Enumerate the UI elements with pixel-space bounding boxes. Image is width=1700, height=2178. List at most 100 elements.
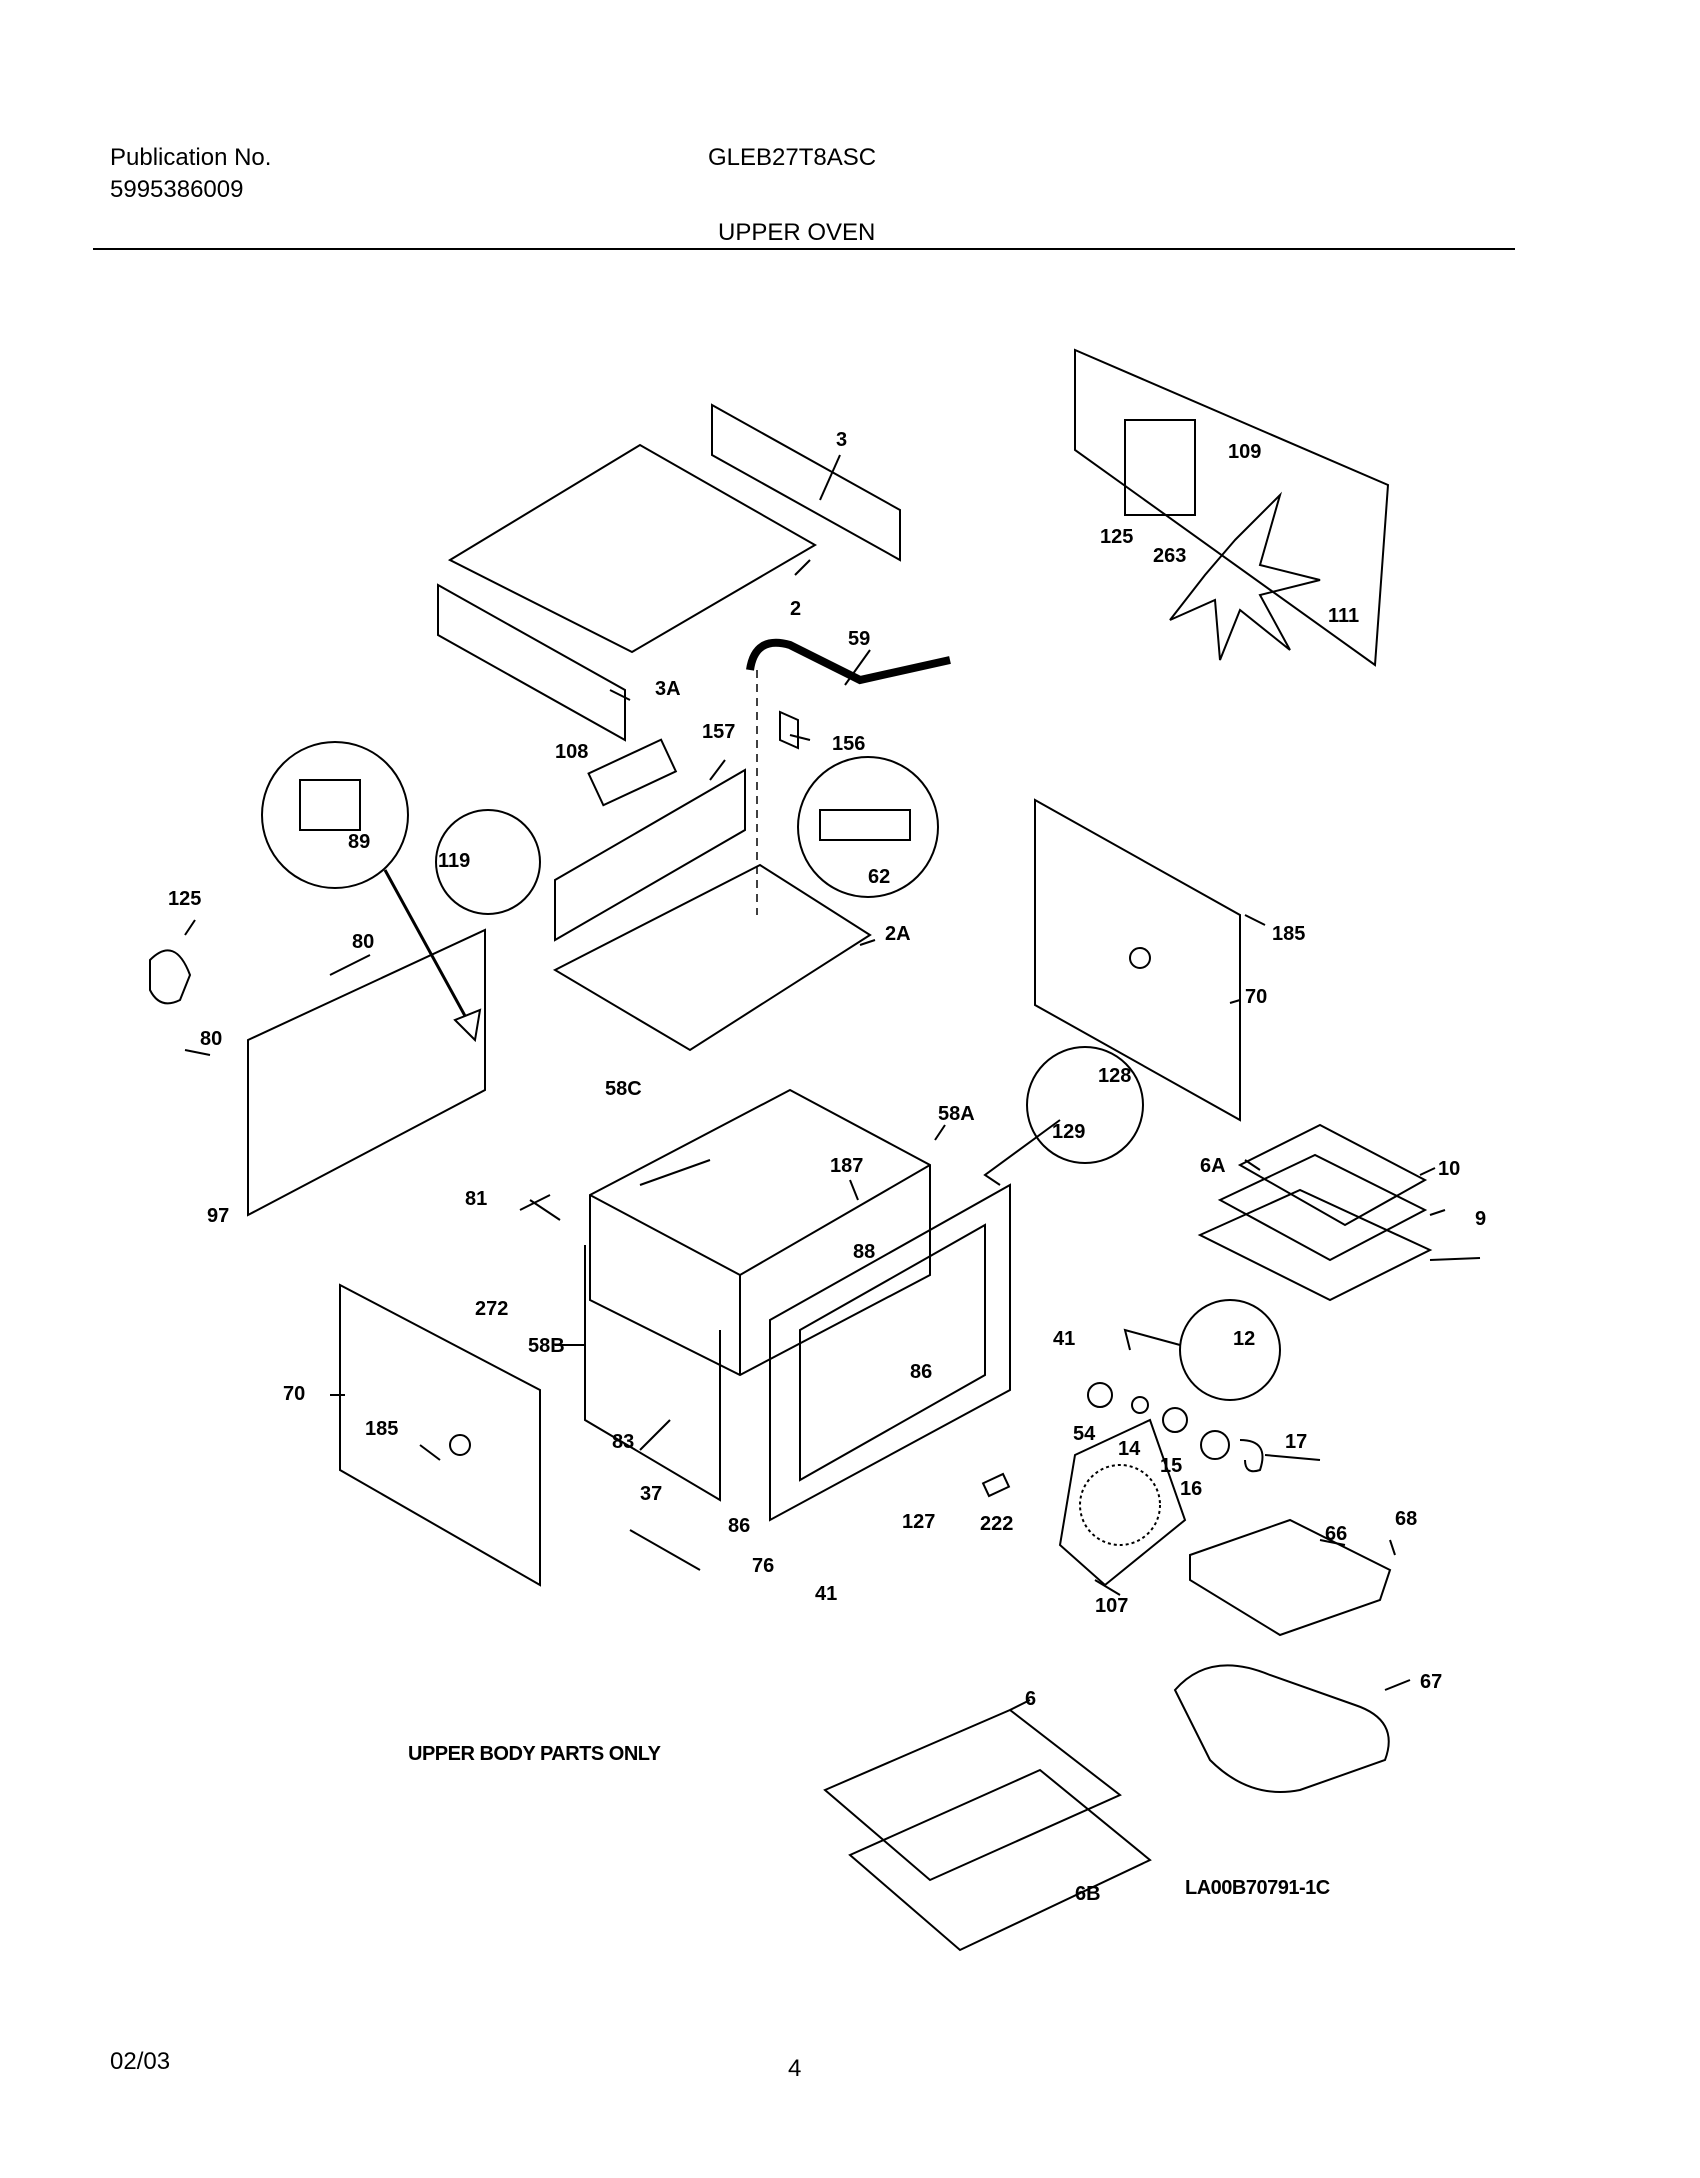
vent-tube-drawing <box>746 638 951 685</box>
footer-date: 02/03 <box>110 2048 171 2075</box>
callout-119: 119 <box>438 850 470 872</box>
callout-14: 14 <box>1118 1438 1141 1460</box>
header-rule <box>93 248 1515 250</box>
left-side-panel-drawing <box>247 928 486 1217</box>
callout-59: 59 <box>848 628 870 650</box>
publication-label: Publication No. <box>110 144 272 171</box>
bracket-drawing <box>779 710 799 750</box>
callout-12: 12 <box>1233 1328 1255 1350</box>
callout-17: 17 <box>1285 1431 1307 1453</box>
callout-76: 76 <box>752 1555 774 1577</box>
broiler-pan-drawing <box>1197 1188 1433 1302</box>
callout-3: 3 <box>836 429 847 451</box>
callout-109: 109 <box>1228 441 1261 463</box>
callout-272: 272 <box>475 1298 508 1320</box>
callout-263: 263 <box>1153 545 1186 567</box>
callout-81: 81 <box>465 1188 487 1210</box>
fan-motor-drawing <box>1124 419 1196 516</box>
front-frame-drawing <box>769 1183 1011 1522</box>
publication-number: 5995386009 <box>110 176 244 203</box>
callout-41-right: 41 <box>1053 1328 1075 1350</box>
callout-80-top: 80 <box>352 931 374 953</box>
callout-6a: 6A <box>1200 1155 1226 1177</box>
callout-2a: 2A <box>885 923 911 945</box>
light-part-16-drawing <box>1200 1430 1230 1460</box>
label-222-drawing <box>981 1472 1011 1498</box>
callout-54: 54 <box>1073 1423 1096 1445</box>
callout-41-bottom: 41 <box>815 1583 837 1605</box>
fan-cover-drawing <box>1058 1418 1187 1587</box>
callout-89: 89 <box>348 831 370 853</box>
broil-element-drawing <box>1173 1664 1390 1793</box>
light-part-14-drawing <box>1131 1396 1149 1414</box>
callout-157: 157 <box>702 721 735 743</box>
fan-motor-box <box>1074 348 1390 667</box>
broil-rack-drawing <box>848 1768 1152 1952</box>
drawing-number: LA00B70791-1C <box>1185 1877 1330 1899</box>
callout-107: 107 <box>1095 1595 1128 1617</box>
callout-70-left: 70 <box>283 1383 305 1405</box>
section-title: UPPER OVEN <box>718 219 876 246</box>
callout-88: 88 <box>853 1241 875 1263</box>
broiler-grid-drawing <box>1237 1123 1428 1227</box>
callout-86-upper: 86 <box>910 1361 932 1383</box>
callout-222: 222 <box>980 1513 1013 1535</box>
callout-125-left: 125 <box>168 888 201 910</box>
callout-127: 127 <box>902 1511 935 1533</box>
insulation-panel-right-drawing <box>1034 798 1241 1122</box>
callout-156: 156 <box>832 733 865 755</box>
callout-187: 187 <box>830 1155 863 1177</box>
callout-15: 15 <box>1160 1455 1182 1477</box>
callout-129: 129 <box>1052 1121 1085 1143</box>
callout-58b: 58B <box>528 1335 565 1357</box>
callout-86-lower: 86 <box>728 1515 750 1537</box>
detail-circle-12 <box>1179 1299 1281 1401</box>
callout-70-right: 70 <box>1245 986 1267 1008</box>
callout-125-fan: 125 <box>1100 526 1133 548</box>
callout-3a: 3A <box>655 678 681 700</box>
detail-circle-89 <box>261 741 409 889</box>
callout-185-left: 185 <box>365 1418 398 1440</box>
oven-liner-drawing <box>589 1088 931 1377</box>
callout-83: 83 <box>612 1431 634 1453</box>
callout-68: 68 <box>1395 1508 1417 1530</box>
top-panel-drawing <box>447 443 817 654</box>
callout-arrow-89 <box>383 869 472 1026</box>
callout-58a: 58A <box>938 1103 975 1125</box>
fan-blade-drawing <box>1169 491 1321 661</box>
control-panel-front-drawing <box>437 583 626 742</box>
callout-111: 111 <box>1328 605 1359 627</box>
insulation-panel-left-drawing <box>339 1283 541 1587</box>
oven-rack-drawing <box>823 1708 1122 1882</box>
detail-circle-128-129 <box>1026 1046 1144 1164</box>
model-number: GLEB27T8ASC <box>708 144 877 171</box>
callout-2: 2 <box>790 598 801 620</box>
callout-6b: 6B <box>1075 1883 1101 1905</box>
callout-97: 97 <box>207 1205 229 1227</box>
callout-185-right: 185 <box>1272 923 1305 945</box>
oven-top-plate-drawing <box>552 863 872 1052</box>
callout-37: 37 <box>640 1483 662 1505</box>
upper-body-note: UPPER BODY PARTS ONLY <box>408 1743 661 1765</box>
callout-6: 6 <box>1025 1688 1036 1710</box>
sensor-37-drawing <box>629 1529 701 1571</box>
broiler-insert-drawing <box>1217 1153 1428 1262</box>
light-part-15-drawing <box>1162 1407 1188 1433</box>
light-part-54-drawing <box>1087 1382 1113 1408</box>
control-panel-rear-drawing <box>711 403 901 562</box>
baffle-drawing <box>554 768 746 942</box>
callout-67: 67 <box>1420 1671 1442 1693</box>
callout-10: 10 <box>1438 1158 1460 1180</box>
callout-66: 66 <box>1325 1523 1347 1545</box>
callout-128: 128 <box>1098 1065 1131 1087</box>
callout-9: 9 <box>1475 1208 1486 1230</box>
callout-108: 108 <box>555 741 588 763</box>
callout-16: 16 <box>1180 1478 1202 1500</box>
detail-circle-62 <box>797 756 939 898</box>
callout-80-bottom: 80 <box>200 1028 222 1050</box>
motor-108-drawing <box>587 738 678 807</box>
callout-58c: 58C <box>605 1078 642 1100</box>
detail-circle-119 <box>435 809 541 915</box>
page-number: 4 <box>788 2055 802 2082</box>
